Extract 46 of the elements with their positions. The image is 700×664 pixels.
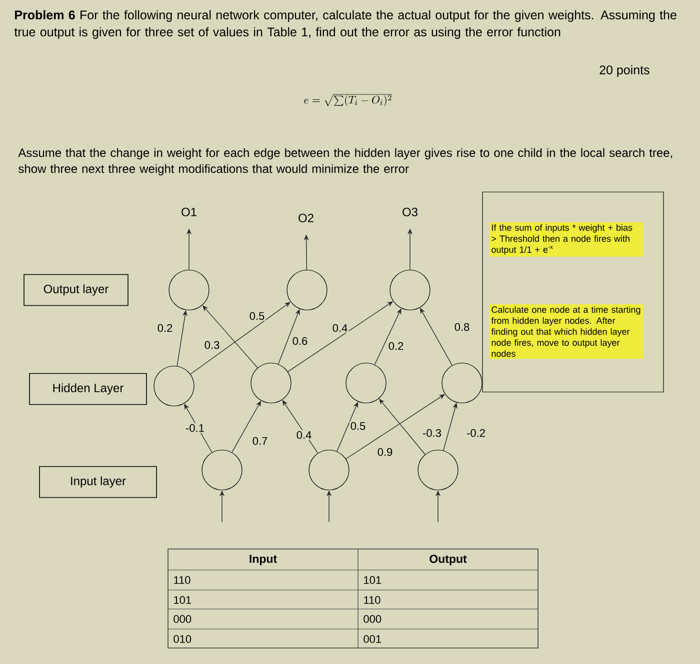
output-label: O2: [298, 214, 314, 222]
table-cell-text: 101: [364, 576, 382, 584]
problem-text: Problem 6 For the following neural network computer, calculate the actual output for the given weights. Assuming the true output is given for three set of values in Table 1, find out the error as using the error function: [14, 10, 676, 39]
edge-label: 0.5: [349, 421, 367, 431]
edge-label: 0.6: [291, 336, 309, 346]
edge-label: 0.8: [453, 322, 471, 332]
table-cell-text: 110: [174, 576, 190, 584]
instruction-text: Assume that the change in weight for each edge between the hidden layer gives rise to one child in the local search tree, show three next three weight modifications that would minimize the error: [18, 148, 672, 176]
neuron-circle: [442, 362, 482, 404]
table-cell-text: 110: [364, 596, 380, 604]
neuron-circle: [390, 270, 430, 310]
edge-label: 0.4: [295, 430, 313, 440]
layer-label-box: Hidden Layer: [29, 373, 147, 405]
points-label: 20 points: [600, 65, 650, 77]
output-label: O1: [182, 208, 196, 216]
neuron-circle: [308, 450, 350, 490]
edge-label: 0.7: [251, 436, 269, 446]
edge-label: 0.2: [156, 323, 174, 333]
highlighted-note: If the sum of inputs * weight + bias > Threshold then a node fires with output 1/1 + e$^{-x}$: [489, 222, 644, 257]
neuron-circle: [250, 362, 292, 404]
neuron-circle: [346, 362, 386, 404]
edge-label: 0.5: [248, 311, 266, 321]
error-formula: $e=\sqrt{\sum(T_i-O_i)^2}$: [304, 94, 392, 106]
edge-label: -0.1: [184, 423, 206, 433]
neuron-circle: [168, 270, 210, 310]
output-label: O3: [402, 208, 418, 216]
neuron-circle: [202, 450, 242, 490]
edge-label: 0.4: [331, 323, 349, 333]
table-cell-text: 101: [174, 596, 192, 604]
table-cell-text: 000: [174, 615, 192, 623]
table-cell-text: 001: [364, 635, 382, 643]
edge-label: -0.2: [466, 428, 486, 438]
neuron-circle: [286, 270, 328, 310]
neuron-circle: [418, 450, 458, 490]
table-cell-text: 010: [174, 635, 192, 643]
layer-label-box: Output layer: [24, 274, 128, 306]
layer-label-box: Input layer: [39, 466, 157, 498]
table-header: Output: [430, 554, 467, 566]
edge-label: 0.3: [203, 340, 221, 350]
neuron-circle: [154, 366, 194, 406]
edge-label: 0.9: [376, 447, 394, 457]
table-cell-text: 000: [364, 615, 382, 623]
edge-label: 0.2: [387, 341, 405, 351]
table-header: Input: [250, 554, 277, 566]
edge-label: -0.3: [422, 428, 442, 438]
highlighted-note: Calculate one node at a time starting from hidden layer nodes. After finding out that which hidden layer node fires, move to output layer nodes: [489, 304, 644, 359]
